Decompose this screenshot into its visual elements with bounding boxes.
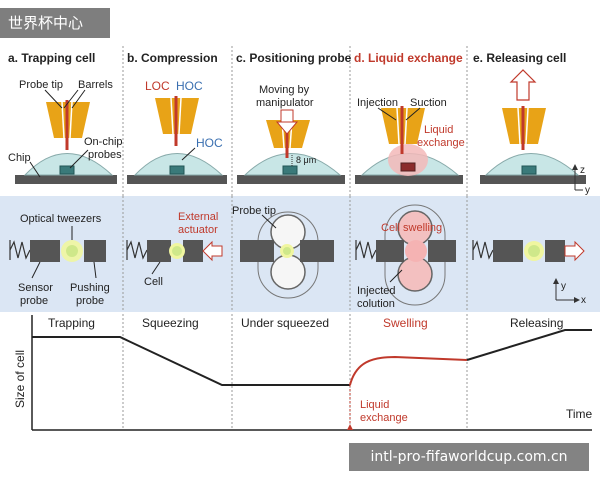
top-view-a — [9, 226, 106, 279]
label-liquid: Liquid — [424, 124, 453, 136]
label-axis-y: y — [585, 185, 590, 196]
panel-title-d: d. Liquid exchange — [354, 51, 463, 65]
label-chip: Chip — [8, 152, 31, 164]
graph-xlabel: Time — [566, 407, 593, 421]
label-barrels: Barrels — [78, 79, 113, 91]
label-probe-tip-2: Probe tip — [232, 205, 276, 217]
label-pushing-probe: probe — [76, 295, 104, 307]
panel-title-c: c. Positioning probe — [236, 51, 352, 65]
cell-size-curve — [32, 336, 350, 386]
label-distance: 8 μm — [296, 155, 316, 165]
label-manipulator: manipulator — [256, 97, 314, 109]
watermark-bottom: intl-pro-fifaworldcup.com.cn — [349, 443, 589, 471]
phase-label-releasing: Releasing — [510, 316, 563, 330]
panel-title-e: e. Releasing cell — [473, 51, 566, 65]
top-view-c — [240, 211, 334, 299]
graph-annotation-liquid: Liquid — [360, 399, 389, 411]
label-moving-by: Moving by — [259, 84, 310, 96]
label-axis-z: z — [580, 165, 585, 176]
label-pushing: Pushing — [70, 282, 110, 294]
label-injected: Injected — [357, 285, 396, 297]
label-injection: Injection — [357, 97, 398, 109]
label-loc: LOC — [145, 79, 170, 93]
top-view-d — [355, 204, 456, 306]
label-axis-x: x — [581, 295, 586, 306]
label-probe-tip: Probe tip — [19, 79, 63, 91]
top-view-b — [126, 240, 223, 275]
phase-label-squeezing: Squeezing — [142, 316, 199, 330]
label-suction: Suction — [410, 97, 447, 109]
side-view-c — [237, 109, 345, 184]
label-cell: Cell — [144, 276, 163, 288]
label-optical-tweezers: Optical tweezers — [20, 213, 102, 225]
label-sensor: Sensor — [18, 282, 53, 294]
phase-label-swelling: Swelling — [383, 316, 428, 330]
top-view-e — [472, 240, 585, 303]
label-colution: colution — [357, 298, 395, 310]
watermark-top: 世界杯中心 — [0, 8, 110, 38]
label-actuator: actuator — [178, 224, 218, 236]
panel-title-a: a. Trapping cell — [8, 51, 95, 65]
label-sensor-probe: probe — [20, 295, 48, 307]
label-hoc: HOC — [176, 79, 203, 93]
label-external: External — [178, 211, 218, 223]
label-exchange: exchange — [417, 137, 465, 149]
side-view-b — [127, 96, 227, 184]
panel-title-b: b. Compression — [127, 51, 218, 65]
side-view-a — [15, 89, 117, 184]
graph-ylabel: Size of cell — [13, 350, 27, 408]
label-cell-swelling: Cell swelling — [381, 222, 442, 234]
phase-label-under-squeezed: Under squeezed — [241, 316, 329, 330]
cell-size-curve-swelling — [349, 355, 468, 386]
phase-label-trapping: Trapping — [48, 316, 95, 330]
cell-size-curve-release — [466, 329, 592, 361]
label-probes: probes — [88, 149, 122, 161]
label-hoc-2: HOC — [196, 136, 223, 150]
side-view-d — [355, 106, 463, 184]
label-on-chip: On-chip — [84, 136, 123, 148]
side-view-e — [480, 69, 586, 191]
graph-annotation-exchange: exchange — [360, 412, 408, 424]
label-axis-y-2: y — [561, 281, 566, 292]
